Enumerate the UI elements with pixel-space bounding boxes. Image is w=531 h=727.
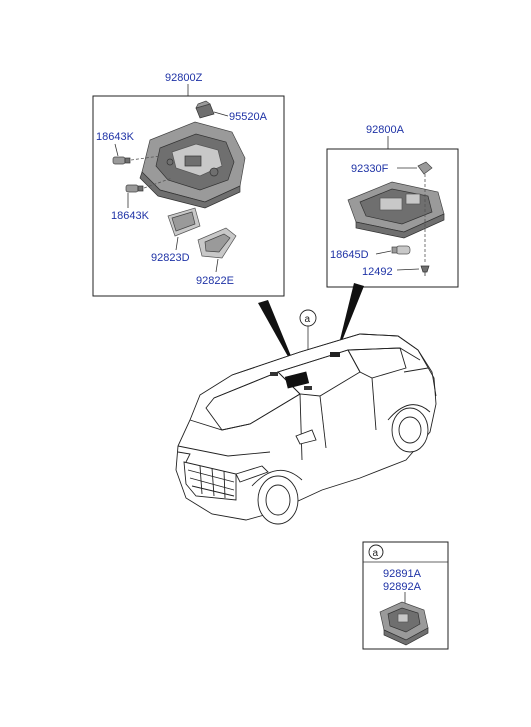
detail-box-frame bbox=[362, 541, 449, 650]
label-18643K-upper[interactable]: 18643K bbox=[96, 131, 135, 143]
assembly-title-92800Z[interactable]: 92800Z bbox=[165, 72, 203, 84]
callout-detail[interactable]: a bbox=[368, 544, 384, 560]
label-92822E[interactable]: 92822E bbox=[196, 275, 234, 287]
assembly-92800Z: 92800Z 95520A 18643K bbox=[92, 72, 285, 297]
switch-icon bbox=[195, 100, 215, 119]
bulb-icon bbox=[391, 245, 411, 255]
label-12492[interactable]: 12492 bbox=[362, 266, 393, 278]
pointer-right bbox=[336, 283, 364, 356]
label-18645D[interactable]: 18645D bbox=[330, 249, 369, 261]
label-92330F[interactable]: 92330F bbox=[351, 163, 389, 175]
assembly-box-92800A bbox=[326, 148, 459, 288]
label-18643K-lower[interactable]: 18643K bbox=[111, 210, 150, 222]
callout-upper[interactable]: a bbox=[299, 309, 317, 327]
assembly-box-92800Z bbox=[92, 95, 285, 297]
lens-icon bbox=[167, 207, 201, 237]
overhead-console-icon bbox=[139, 121, 246, 209]
callout-upper-text: a bbox=[305, 314, 311, 325]
assembly-92800A: 92800A 92330F 18645D 12492 bbox=[326, 124, 459, 288]
label-92891A[interactable]: 92891A bbox=[383, 568, 422, 580]
bulb-icon bbox=[112, 156, 131, 165]
bulb-icon bbox=[125, 184, 144, 193]
label-95520A[interactable]: 95520A bbox=[229, 111, 268, 123]
vehicle-icon bbox=[175, 333, 437, 525]
lens-icon bbox=[197, 227, 237, 259]
assembly-title-92800A[interactable]: 92800A bbox=[366, 124, 405, 136]
label-92823D[interactable]: 92823D bbox=[151, 252, 190, 264]
map-lamp-icon bbox=[379, 601, 429, 646]
detail-box: a 92891A 92892A bbox=[362, 541, 449, 650]
clip-icon bbox=[417, 161, 433, 175]
callout-detail-text: a bbox=[373, 548, 379, 559]
label-92892A[interactable]: 92892A bbox=[383, 581, 422, 593]
screw-icon bbox=[420, 265, 430, 276]
room-lamp-icon bbox=[347, 181, 445, 239]
